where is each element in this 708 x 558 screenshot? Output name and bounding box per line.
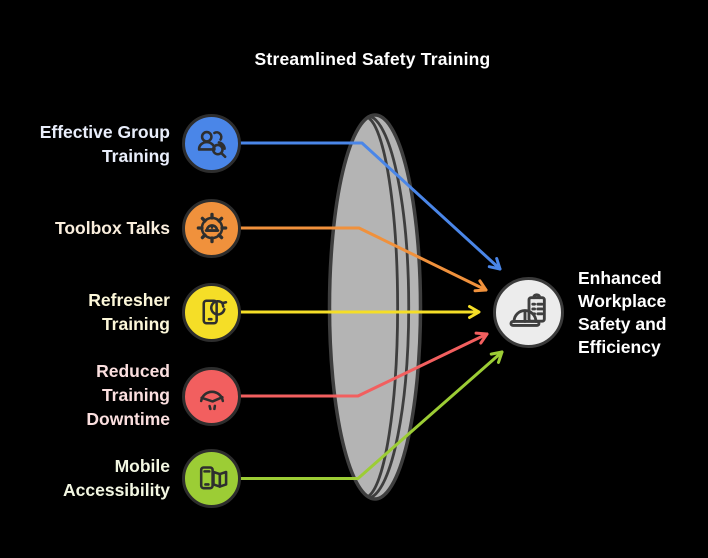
arrow-mobile-accessibility: [239, 350, 504, 480]
arrow-refresher-training: [239, 305, 481, 319]
node-toolbox-talks: [182, 198, 241, 258]
node-mobile-accessibility: [182, 448, 241, 508]
phone-refresh-icon: [201, 299, 227, 325]
node-reduced-training-downtime: [182, 366, 241, 426]
arrowhead-icon: [474, 331, 489, 345]
gear-hardhat-icon: [196, 212, 227, 244]
lens-inner-arc: [367, 116, 400, 498]
page-title: Streamlined Safety Training: [254, 49, 491, 69]
lens-shape: [327, 113, 423, 501]
arrow-reduced-training-downtime: [239, 331, 489, 398]
label-enhanced-workplace-safety: Enhanced Workplace Safety and Efficiency: [578, 268, 667, 357]
arrow-toolbox-talks: [239, 226, 488, 293]
label-mobile-accessibility: Mobile Accessibility: [63, 456, 170, 500]
arrowhead-icon: [487, 257, 502, 271]
label-effective-group-training: Effective Group Training: [39, 122, 170, 166]
label-reduced-training-downtime: Reduced Training Downtime: [86, 361, 170, 429]
node-effective-group-training: [182, 113, 241, 173]
group-search-icon: [197, 130, 226, 159]
lens-rim-arc: [370, 115, 411, 499]
book-phone-icon: [199, 466, 227, 490]
hardhat-clipboard-icon: [509, 292, 546, 327]
label-refresher-training: Refresher Training: [88, 290, 170, 334]
label-toolbox-talks: Toolbox Talks: [54, 218, 170, 238]
node-enhanced-workplace-safety: [493, 277, 564, 348]
node-refresher-training: [182, 282, 241, 342]
arrowhead-icon: [473, 279, 488, 293]
arrowhead-icon: [468, 305, 481, 319]
arrowhead-icon: [489, 350, 504, 364]
gauge-icon: [199, 390, 224, 411]
arrow-effective-group-training: [239, 141, 502, 271]
